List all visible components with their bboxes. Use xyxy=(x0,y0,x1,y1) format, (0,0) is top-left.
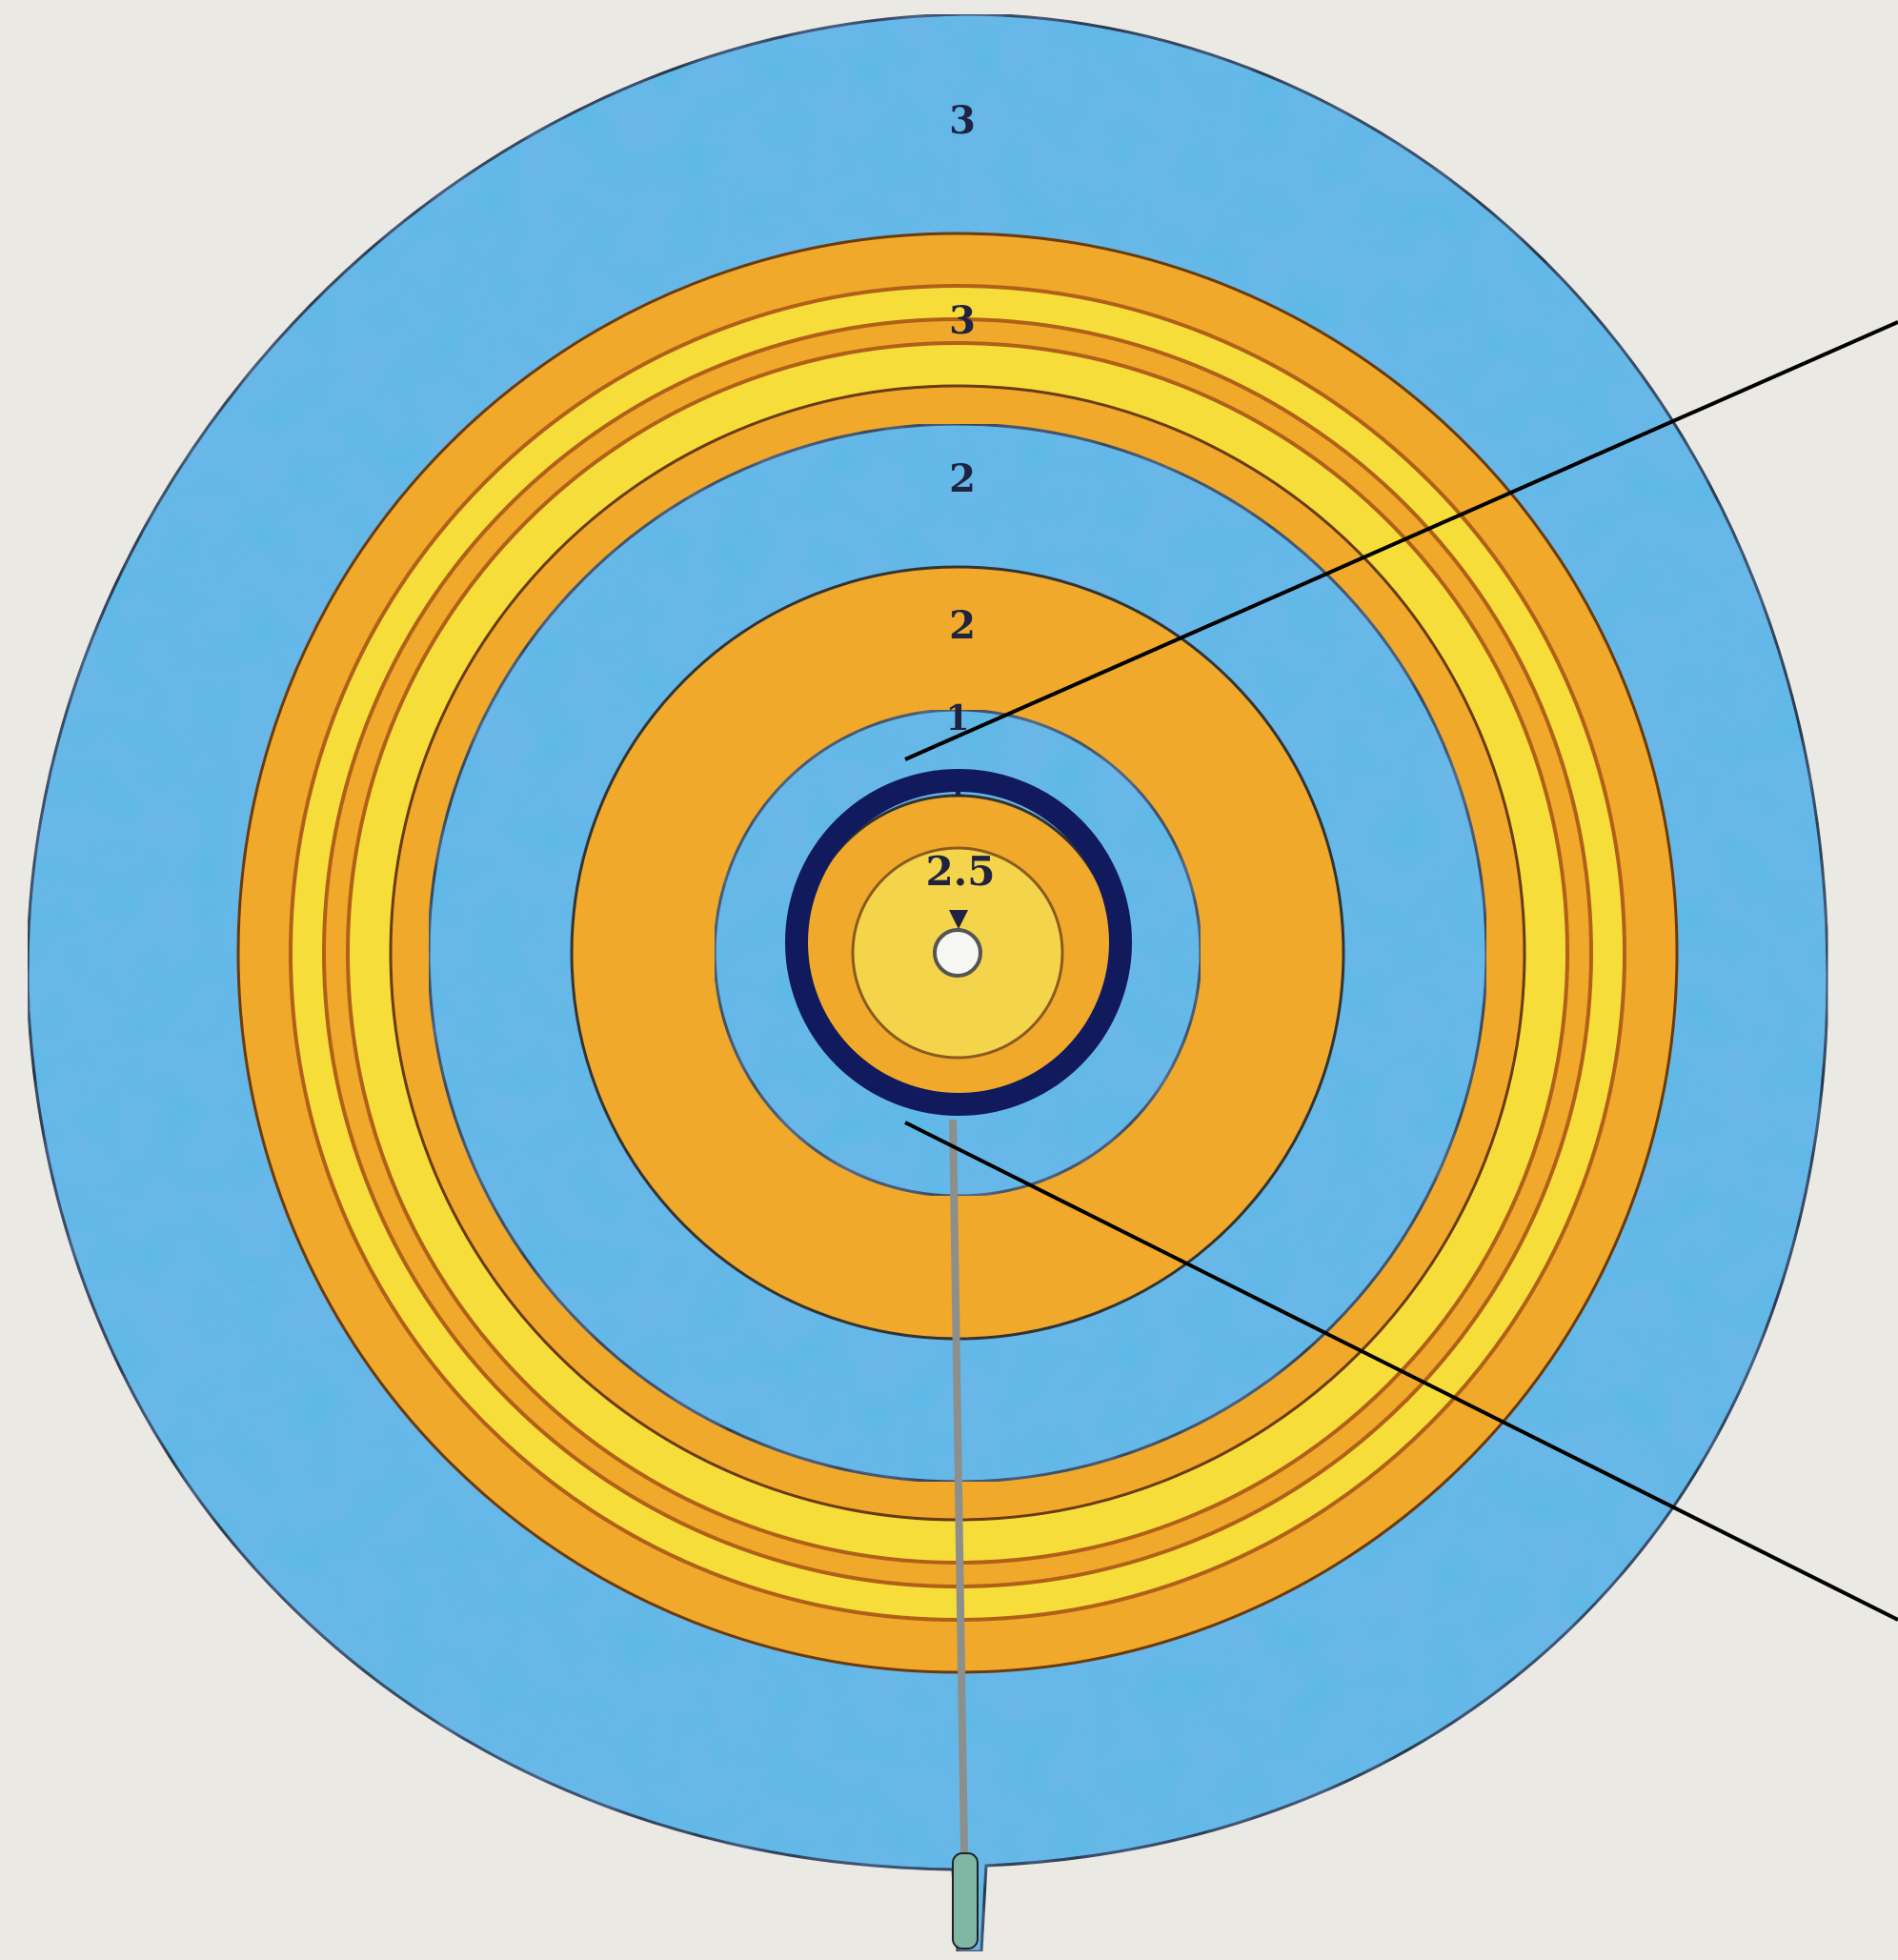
callout-line-bottom xyxy=(904,1121,1898,1622)
center-pointer-marker xyxy=(949,910,968,929)
highlight-ring xyxy=(785,769,1132,1116)
center-hole xyxy=(933,928,982,978)
core-label: 2.5 xyxy=(925,848,995,895)
outer-gold-label: 3 xyxy=(949,298,976,343)
callout-line-top xyxy=(904,320,1898,761)
middle-blue-label: 2 xyxy=(949,456,976,501)
stem-line xyxy=(949,1119,968,1854)
middle-gold-label: 2 xyxy=(949,603,976,648)
stem-tip xyxy=(952,1852,979,1950)
outer-blue-label: 3 xyxy=(949,98,976,143)
